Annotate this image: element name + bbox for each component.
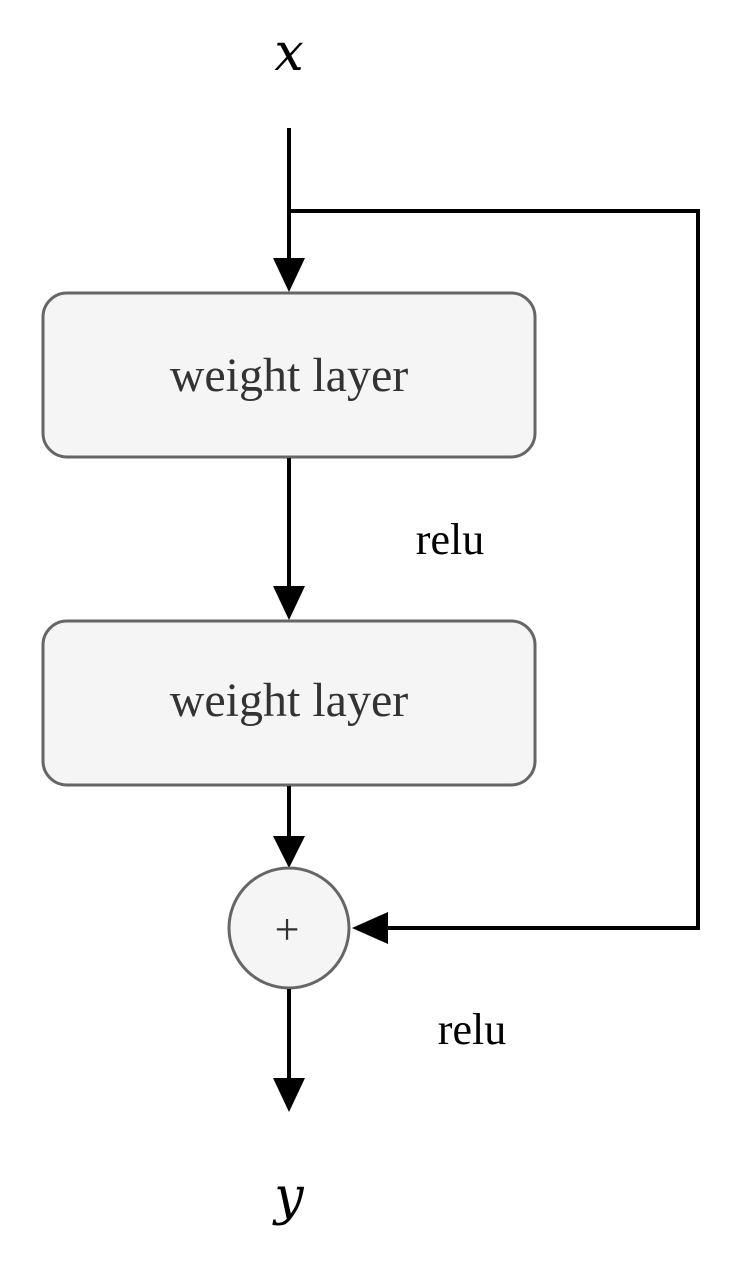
weight-layer-1-box <box>41 291 537 459</box>
sum-node-circle <box>227 866 351 990</box>
weight-layer-2-box <box>41 619 537 787</box>
output-label: y <box>272 1167 304 1227</box>
weight-layer-1-label: weight layer <box>170 349 409 402</box>
input-label: x <box>274 23 303 83</box>
arrowhead-output <box>273 1078 305 1112</box>
plus-icon: + <box>275 905 300 954</box>
arrowhead-skip <box>352 912 388 944</box>
relu-label-mid: relu <box>416 515 484 564</box>
edge-skip-connection <box>289 209 700 930</box>
arrowhead-sum <box>273 836 305 868</box>
arrowhead-layer1 <box>273 258 305 292</box>
sum-node[interactable]: + <box>227 866 351 990</box>
weight-layer-1[interactable]: weight layer <box>41 291 537 459</box>
weight-layer-2-label: weight layer <box>170 674 409 727</box>
weight-layer-2[interactable]: weight layer <box>41 619 537 787</box>
relu-label-out: relu <box>438 1005 506 1054</box>
arrowhead-layer2 <box>273 586 305 620</box>
